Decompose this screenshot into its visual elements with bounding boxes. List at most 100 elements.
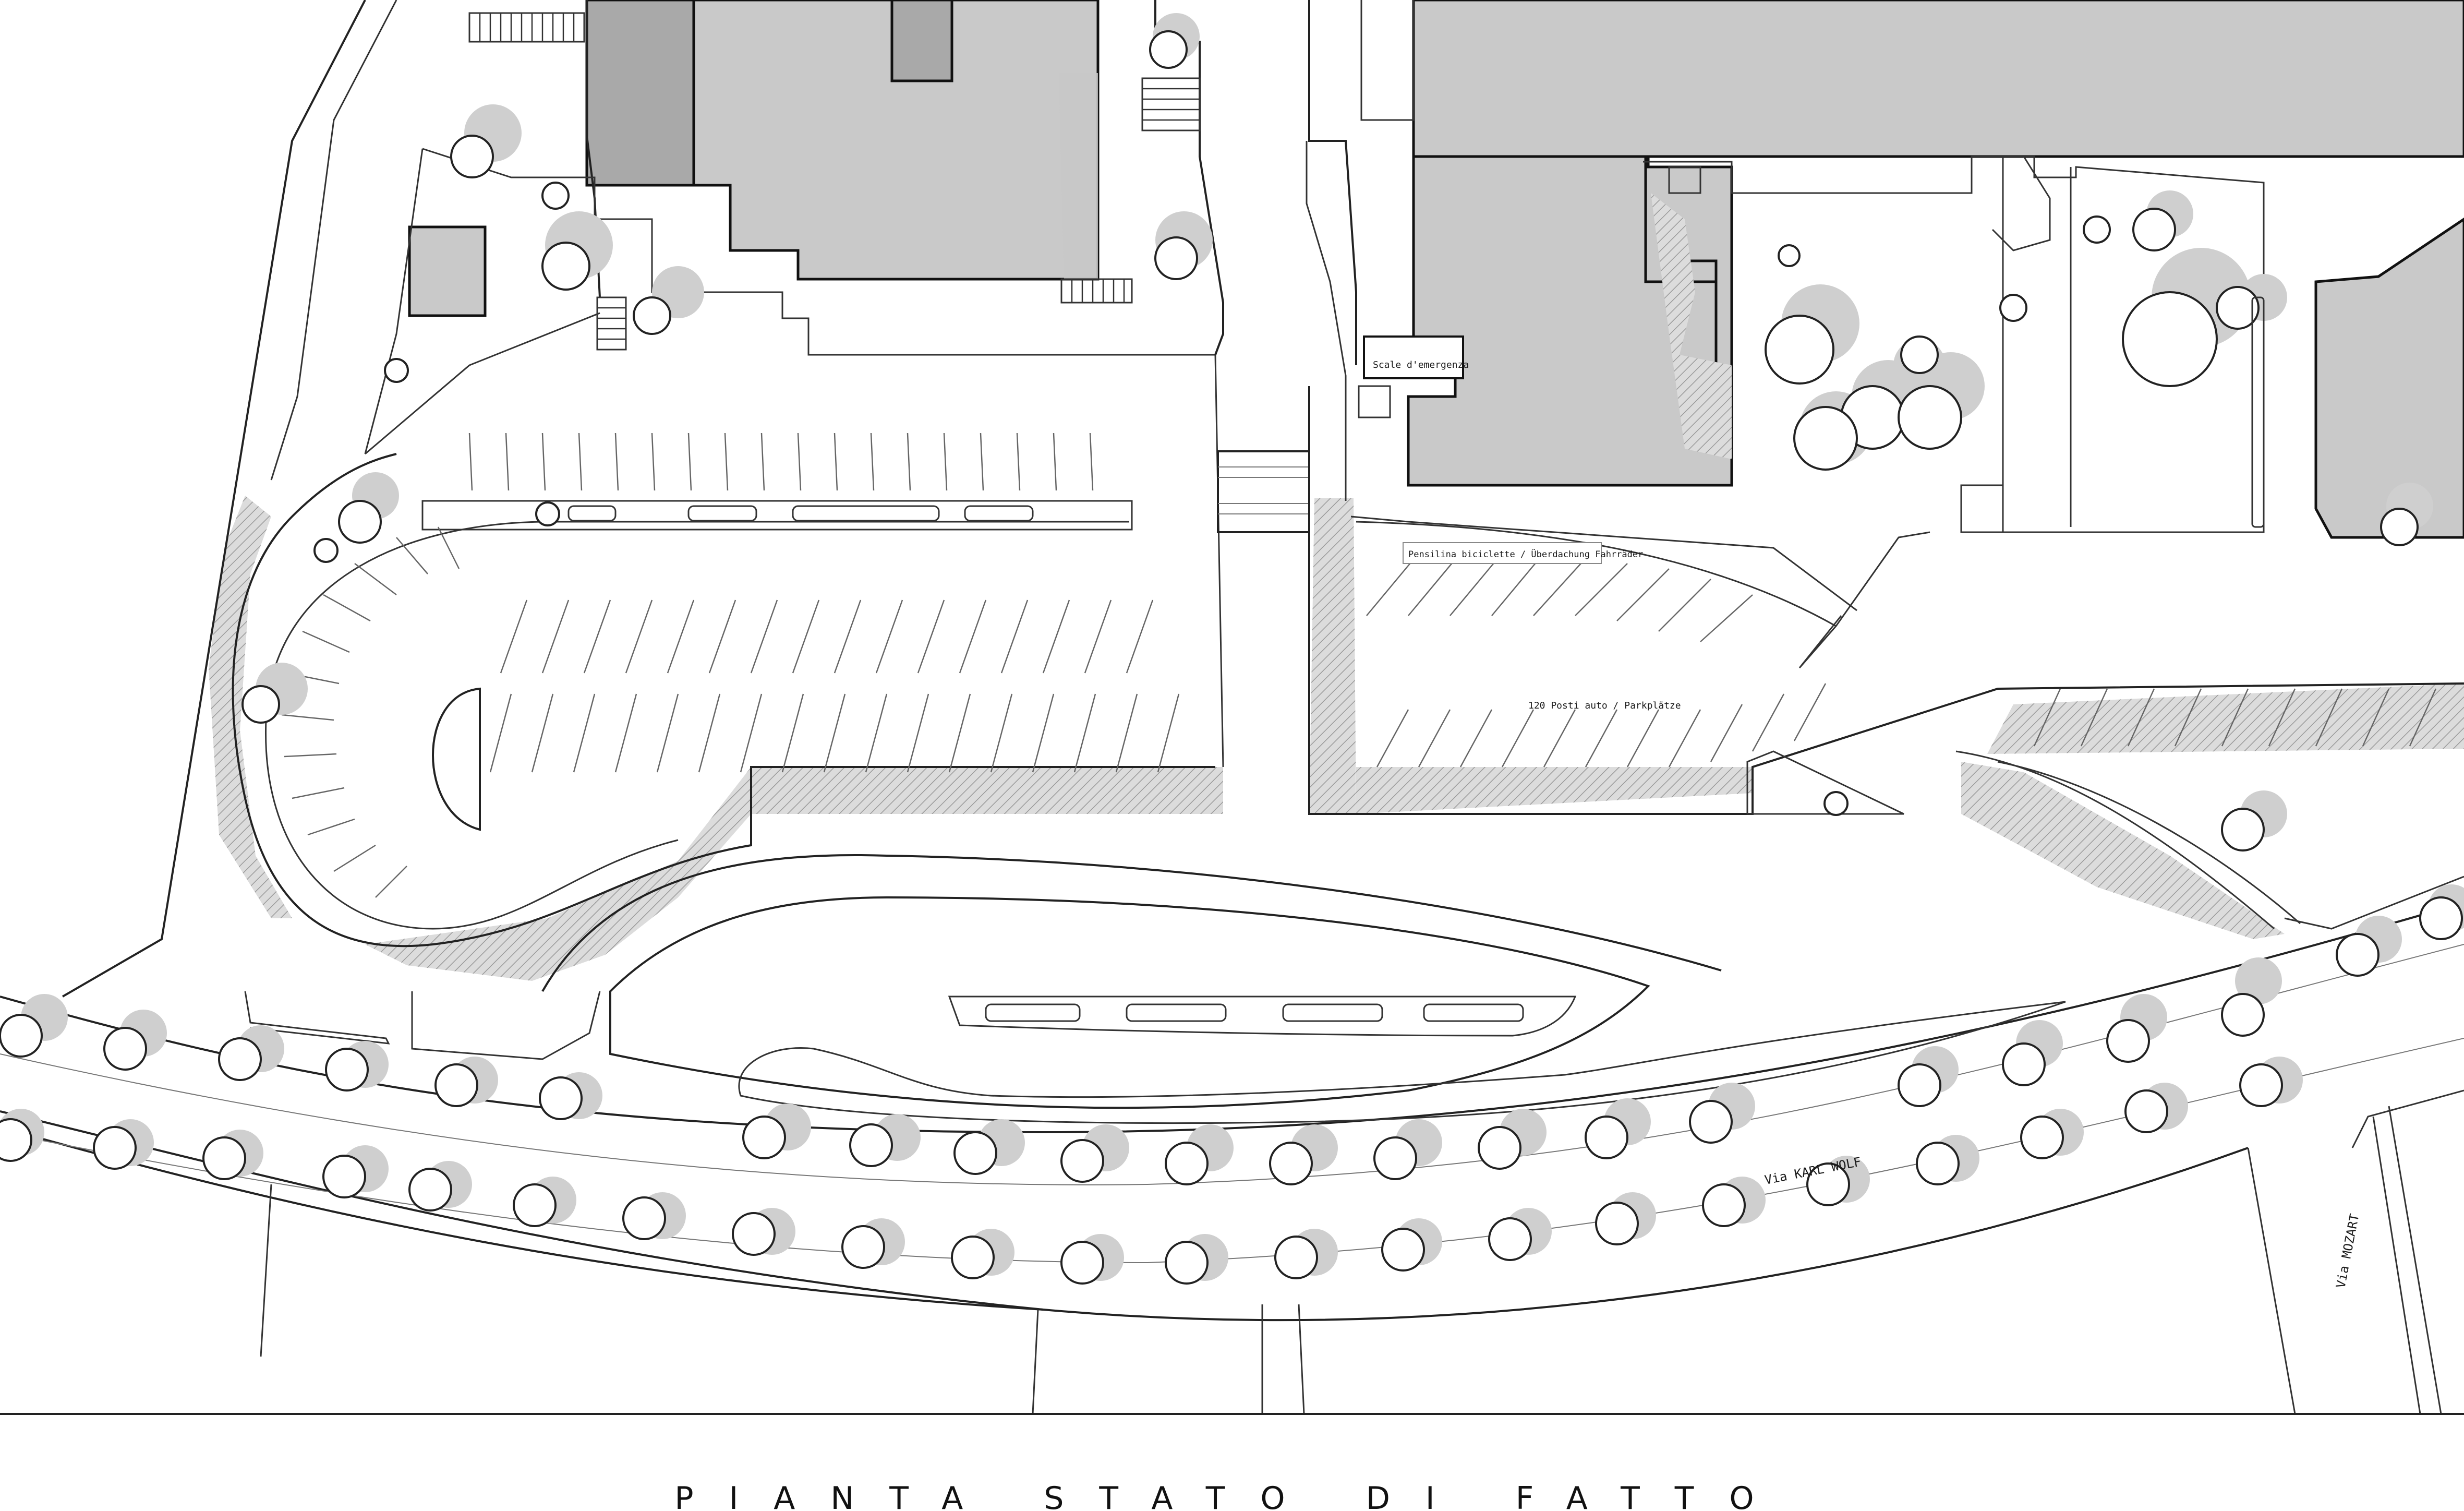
planter — [1126, 1003, 1227, 1022]
east-court-ramp — [1798, 531, 1930, 668]
tree — [384, 358, 409, 383]
tree — [1793, 406, 1858, 471]
street-label-mozart: Via MOZART — [2333, 1213, 2362, 1289]
median-planter — [948, 996, 1577, 1037]
west-plaza-edge — [422, 148, 1224, 768]
label-boxes — [1363, 335, 1602, 564]
tree — [535, 501, 560, 526]
shadow-south-court — [1356, 767, 1753, 814]
west-road-edge-inner — [270, 0, 397, 481]
emergency-stairs-box — [1363, 335, 1464, 379]
tree — [241, 685, 280, 724]
bike-shelter-label: Pensilina biciclette / Überdachung Fahrr… — [1408, 548, 1643, 560]
tree — [2221, 808, 2265, 852]
shadow-curve-ramp — [1961, 762, 2285, 939]
stalls-loop — [281, 526, 460, 898]
shadow-east-promenade — [1987, 683, 2464, 754]
promenade-curve-2 — [1997, 761, 2301, 925]
west-lower-plot — [411, 991, 601, 1060]
tree — [633, 296, 671, 335]
stairs-emergency-lower — [1358, 385, 1391, 418]
bike-shelter-box — [1403, 542, 1602, 564]
east-court-north — [1643, 155, 2265, 533]
tree — [1154, 236, 1198, 280]
tree — [338, 500, 382, 544]
walkway-bridge — [1217, 450, 1310, 533]
building-north-block — [890, 0, 953, 82]
tree — [1765, 315, 1834, 385]
shadow-west-ramp — [209, 496, 292, 918]
shadow-courtyard-east — [1651, 193, 1732, 459]
trees — [241, 30, 2419, 852]
buildings — [408, 0, 2464, 539]
planter — [1423, 1003, 1524, 1022]
half-moon-island — [432, 687, 481, 831]
stairs — [468, 12, 1701, 418]
tree — [2132, 208, 2176, 251]
stalls-north-row — [468, 433, 1094, 491]
road-curb-south-2 — [0, 1126, 1044, 1311]
building-dark-north — [585, 0, 695, 187]
stalls-center-row — [489, 693, 1180, 773]
planter — [687, 505, 757, 522]
promenade-curve — [1955, 750, 2275, 930]
parking-loop-outer — [232, 453, 1215, 948]
east-court-edge — [1308, 386, 2464, 815]
planters — [567, 296, 2265, 1022]
site-lines — [0, 0, 2464, 1415]
parking-loop-inner — [265, 521, 1129, 930]
center-building-west — [1360, 0, 1415, 121]
west-planter-curve — [365, 312, 600, 455]
center-lane-east — [1308, 0, 1357, 365]
stairs-center — [1060, 278, 1133, 304]
tree — [2380, 508, 2419, 546]
planter — [1282, 1003, 1383, 1022]
west-road-edge — [62, 0, 366, 998]
north-median — [421, 500, 1133, 531]
tree — [541, 182, 570, 210]
street-trees — [0, 896, 2463, 1285]
tree — [1823, 791, 1849, 816]
tree — [2083, 215, 2111, 244]
south-court-triangle — [1746, 750, 1904, 815]
east-court-stairs — [1991, 155, 2051, 251]
bike-shelter-curve — [1356, 521, 1837, 627]
tree — [2122, 291, 2218, 387]
planter — [964, 505, 1034, 522]
east-court-wall — [1350, 515, 1857, 611]
tree — [2216, 286, 2260, 330]
shadows — [209, 73, 2464, 981]
emergency-stairs-label: Scale d'emergenza — [1373, 359, 1469, 370]
east-plot — [2351, 1089, 2464, 1148]
west-plaza-curve — [364, 148, 424, 454]
west-bus-stop — [244, 991, 390, 1045]
south-median — [609, 896, 1650, 1109]
stalls-upper-center — [500, 599, 1154, 674]
stairs-west-plaza — [596, 296, 627, 351]
planter-vertical — [2251, 296, 2265, 528]
center-lane-mid — [1306, 141, 1347, 501]
stairs-north-west — [468, 12, 585, 43]
stalls-east-court — [1366, 553, 2437, 768]
tree — [1900, 335, 1939, 374]
parking-stalls — [281, 433, 2437, 898]
tree — [541, 242, 590, 291]
south-median-outer — [541, 854, 1722, 992]
stairs-north-center — [1141, 77, 1201, 131]
building-west-small — [408, 225, 487, 317]
parking-label: 120 Posti auto / Parkplätze — [1528, 700, 1681, 711]
tree — [1898, 385, 1962, 450]
drawing-title: PIANTA STATO DI FATTO — [674, 1480, 1789, 1511]
tree — [1149, 30, 1188, 69]
planter — [792, 505, 940, 522]
pedestrian-island — [738, 1001, 2066, 1124]
building-far-east — [2314, 217, 2464, 539]
planter — [985, 1003, 1081, 1022]
tree — [1778, 244, 1801, 267]
tree — [313, 538, 339, 563]
planter — [567, 505, 617, 522]
stairs-court — [1668, 166, 1701, 194]
shadow-parking-south — [365, 767, 1223, 981]
road-south-edge — [0, 902, 2464, 1134]
